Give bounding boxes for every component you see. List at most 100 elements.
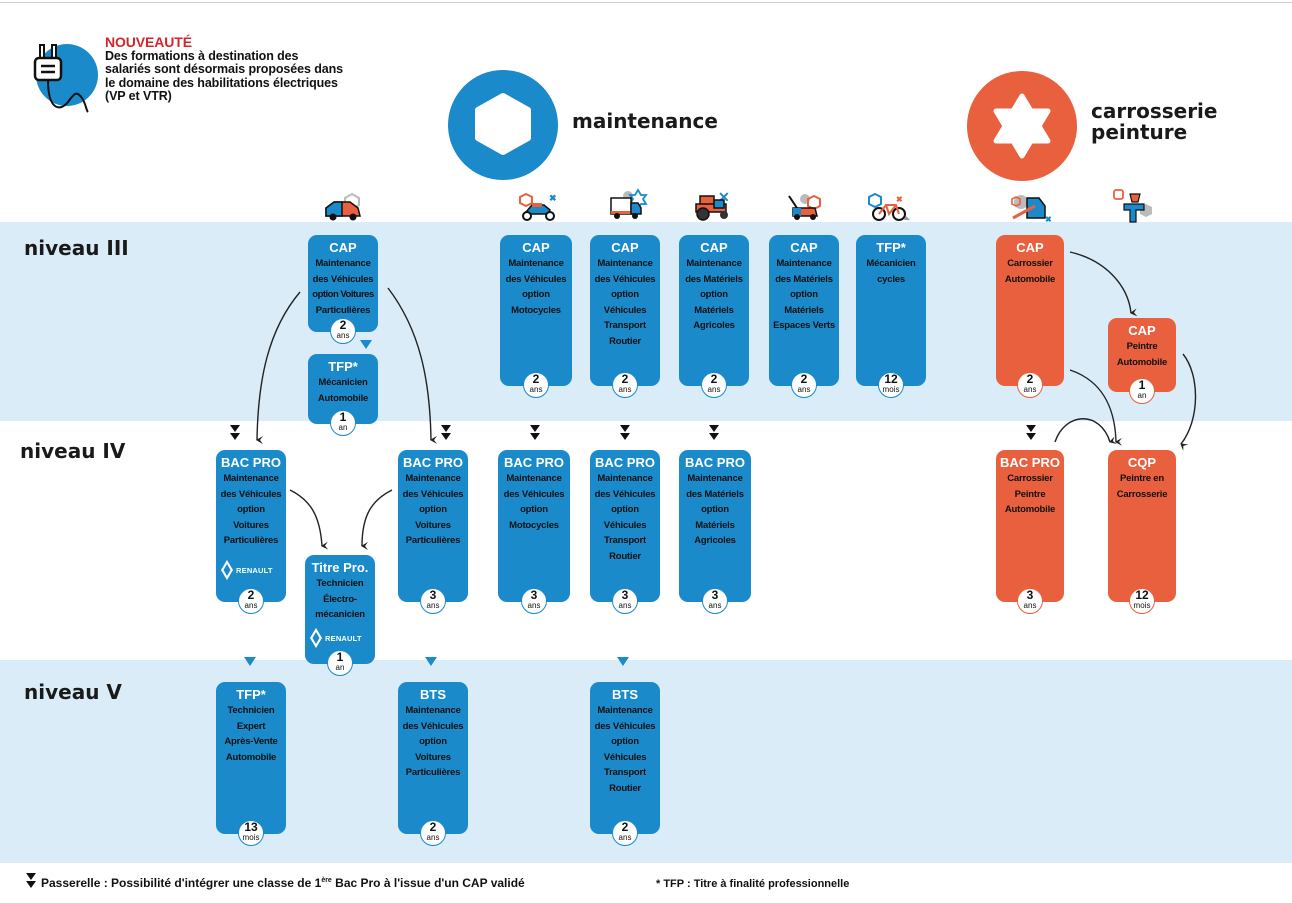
card-bac-pro-vp-renault[interactable]: BAC PRO Maintenance des Véhicules option…	[216, 450, 286, 614]
notice-heading: NOUVEAUTÉ	[105, 34, 192, 50]
passerelle-marker	[709, 425, 719, 440]
card-line: Maintenance	[776, 258, 832, 269]
card-cap-materiels-agricoles[interactable]: CAP Maintenance des Matériels option Mat…	[679, 235, 749, 398]
card-line: Transport	[603, 535, 646, 546]
card-line: option	[611, 289, 639, 300]
star-bolt-icon	[967, 71, 1077, 181]
card-line: Routier	[609, 550, 641, 562]
domain-title-line2: peinture	[1091, 120, 1188, 144]
card-line: des Véhicules	[594, 488, 656, 500]
motorcycle-icon: ✖	[518, 192, 560, 222]
spray-gun-icon	[1112, 188, 1156, 226]
card-line: Agricoles	[694, 535, 736, 546]
renault-logo: RENAULT	[220, 559, 273, 581]
card-line: Expert	[236, 720, 266, 732]
card-cap-maintenance-moto[interactable]: CAP Maintenance des Véhicules option Mot…	[500, 235, 572, 398]
card-tfp-technicien-expert[interactable]: TFP* Technicien Expert Après-Vente Autom…	[216, 682, 286, 846]
domain-title-maintenance: maintenance	[572, 109, 718, 133]
card-title: TFP*	[236, 687, 266, 702]
card-line: des Matériels	[686, 488, 744, 500]
domain-title-line1: carrosserie	[1091, 99, 1218, 123]
card-title: BAC PRO	[221, 455, 281, 470]
card-line: des Véhicules	[402, 488, 464, 500]
passerelle-marker	[1026, 425, 1036, 440]
card-bac-pro-vp[interactable]: BAC PRO Maintenance des Véhicules option…	[398, 450, 468, 614]
card-line: Voitures	[233, 519, 269, 531]
card-title: TFP*	[876, 240, 906, 255]
card-line: Automobile	[317, 392, 369, 404]
top-divider	[0, 2, 1292, 3]
card-line: Maintenance	[686, 258, 742, 269]
card-bts-vtr[interactable]: BTS Maintenance des Véhicules option Véh…	[590, 682, 660, 846]
notice-block: NOUVEAUTÉ Des formations à destination d…	[105, 34, 345, 104]
card-title: BAC PRO	[403, 455, 463, 470]
progression-arrow	[360, 340, 372, 349]
card-titre-pro-electromecanicien[interactable]: Titre Pro. Technicien Électro- mécanicie…	[305, 555, 375, 676]
card-line: option	[700, 289, 728, 300]
card-line: Véhicules	[603, 519, 647, 531]
bicycle-icon: ✖	[866, 192, 912, 222]
legend-passerelle-icon	[26, 873, 36, 888]
card-line: Routier	[609, 335, 641, 347]
arrow-bac-carrossier-to-cqp	[1054, 418, 1117, 445]
card-title: BAC PRO	[595, 455, 655, 470]
card-title: CAP	[1128, 323, 1156, 338]
card-title: BAC PRO	[1000, 455, 1060, 470]
card-line: Maintenance	[405, 473, 461, 484]
card-cap-maintenance-vp[interactable]: CAP Maintenance des Véhicules option Voi…	[308, 235, 378, 344]
card-cap-maintenance-vtr[interactable]: CAP Maintenance des Véhicules option Véh…	[590, 235, 660, 398]
card-line: Après-Vente	[224, 736, 278, 747]
card-line: Peintre en	[1120, 473, 1164, 484]
card-line: Matériels	[784, 304, 824, 316]
card-line: des Véhicules	[402, 720, 464, 732]
card-line: Maintenance	[405, 705, 461, 716]
progression-arrow	[244, 657, 256, 666]
notice-text: Des formations à destination des salarié…	[105, 48, 343, 103]
card-bts-vp[interactable]: BTS Maintenance des Véhicules option Voi…	[398, 682, 468, 846]
card-title: CAP	[329, 240, 357, 255]
card-line: Véhicules	[603, 304, 647, 316]
card-title: TFP*	[328, 359, 358, 374]
progression-arrow	[425, 657, 437, 666]
card-bac-pro-moto[interactable]: BAC PRO Maintenance des Véhicules option…	[498, 450, 570, 614]
card-line: option	[790, 289, 818, 300]
card-line: Maintenance	[687, 473, 743, 484]
card-line: Véhicules	[603, 751, 647, 763]
card-line: Particulières	[405, 767, 461, 778]
card-bac-pro-agricoles[interactable]: BAC PRO Maintenance des Matériels option…	[679, 450, 751, 614]
card-line: Particulières	[405, 535, 461, 546]
card-line: Maintenance	[508, 258, 564, 269]
arrow-bac-renault-to-titre-pro	[289, 489, 329, 550]
card-bac-pro-vtr[interactable]: BAC PRO Maintenance des Véhicules option…	[590, 450, 660, 614]
card-title: CAP	[1016, 240, 1044, 255]
card-line: des Véhicules	[505, 273, 567, 285]
card-line: des Véhicules	[594, 720, 656, 732]
card-line: Matériels	[695, 519, 735, 531]
card-line: option	[522, 289, 550, 300]
card-line: Routier	[609, 782, 641, 794]
card-line: Particulières	[223, 535, 279, 546]
card-line: Transport	[603, 767, 646, 778]
card-title: BTS	[612, 687, 638, 702]
card-line: option	[611, 736, 639, 747]
svg-text:✕: ✕	[718, 189, 730, 205]
card-cap-espaces-verts[interactable]: CAP Maintenance des Matériels option Mat…	[769, 235, 839, 398]
card-line: Peintre	[1126, 341, 1158, 352]
